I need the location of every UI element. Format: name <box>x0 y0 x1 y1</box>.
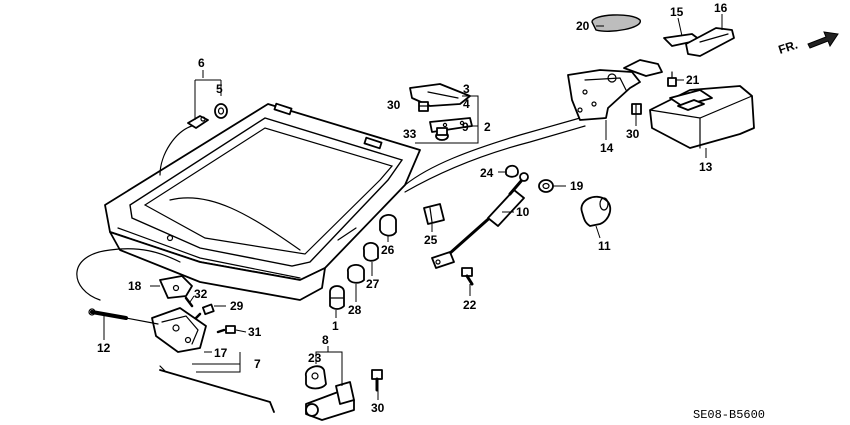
callout-14: 14 <box>600 141 614 155</box>
callout-20: 20 <box>576 19 590 33</box>
callout-26: 26 <box>381 243 395 257</box>
callout-7: 7 <box>254 357 261 371</box>
harness-connector <box>187 115 209 129</box>
front-direction-label: FR. <box>777 38 800 57</box>
bumper-1 <box>329 285 345 310</box>
clip-26 <box>379 214 397 237</box>
release-cable-lower <box>76 248 181 301</box>
diagram-code: SE08-B5600 <box>693 408 765 422</box>
callout-5: 5 <box>216 82 223 96</box>
callout-16: 16 <box>714 1 728 15</box>
lock-cable-12 <box>88 308 159 325</box>
callout-2: 2 <box>484 120 491 134</box>
callout-numbers: 6 5 3 30 4 2 33 9 20 15 16 21 30 14 13 2… <box>97 1 728 415</box>
callout-25: 25 <box>424 233 438 247</box>
bolt-30-hinge <box>418 101 429 112</box>
bolt-30-latch <box>631 103 642 115</box>
clip-21 <box>667 71 677 87</box>
bracket-16 <box>685 27 735 57</box>
clip-24 <box>505 164 519 178</box>
tailgate-latch <box>567 59 663 121</box>
bolt-22 <box>461 267 474 286</box>
callout-30-latch: 30 <box>626 127 640 141</box>
grommet-27 <box>363 242 379 262</box>
callout-9: 9 <box>462 120 469 134</box>
wire-harness <box>159 124 196 176</box>
front-direction-arrow: FR. <box>777 31 839 57</box>
callout-30-handle: 30 <box>371 401 385 415</box>
callout-31: 31 <box>248 325 262 339</box>
hinge-bracket-upper <box>409 83 471 107</box>
handle-pivot-23 <box>305 365 327 390</box>
callout-32: 32 <box>194 287 208 301</box>
tailgate-frame <box>104 102 421 301</box>
nut-33 <box>435 127 449 141</box>
cap-11 <box>580 195 612 227</box>
lock-bracket-18 <box>159 275 193 299</box>
release-cable-upper-b <box>404 125 586 193</box>
callout-1: 1 <box>332 319 339 333</box>
screw-32 <box>184 296 194 308</box>
callout-13: 13 <box>699 160 713 174</box>
striker-cover <box>649 85 755 149</box>
callout-3: 3 <box>463 82 470 96</box>
callout-21: 21 <box>686 73 700 87</box>
lock-assembly <box>151 307 207 353</box>
callout-24: 24 <box>480 166 494 180</box>
callout-27: 27 <box>366 277 380 291</box>
gas-strut <box>431 172 529 269</box>
callout-10: 10 <box>516 205 530 219</box>
grommet-19 <box>538 179 554 193</box>
release-cable-upper <box>404 117 581 186</box>
callout-6: 6 <box>198 56 205 70</box>
callout-4: 4 <box>463 97 470 111</box>
lock-rod-7 <box>159 365 275 413</box>
callout-12: 12 <box>97 341 111 355</box>
callout-22: 22 <box>463 298 477 312</box>
screw-29 <box>194 303 215 320</box>
callout-8: 8 <box>322 333 329 347</box>
callout-11: 11 <box>598 239 611 253</box>
callout-17: 17 <box>214 346 228 360</box>
callout-18: 18 <box>128 279 142 293</box>
callout-33: 33 <box>403 127 417 141</box>
pad-20 <box>591 14 641 32</box>
leader-lines <box>103 14 723 400</box>
screw-31 <box>216 325 236 334</box>
callout-29: 29 <box>230 299 244 313</box>
clip-25 <box>423 203 445 225</box>
callout-15: 15 <box>670 5 684 19</box>
handle-8 <box>305 381 355 421</box>
callout-19: 19 <box>570 179 584 193</box>
grommet <box>214 103 228 119</box>
grommet-28 <box>347 264 365 284</box>
callout-23: 23 <box>308 351 322 365</box>
callout-28: 28 <box>348 303 362 317</box>
bolt-30-handle <box>371 369 383 392</box>
callout-30-hinge: 30 <box>387 98 401 112</box>
